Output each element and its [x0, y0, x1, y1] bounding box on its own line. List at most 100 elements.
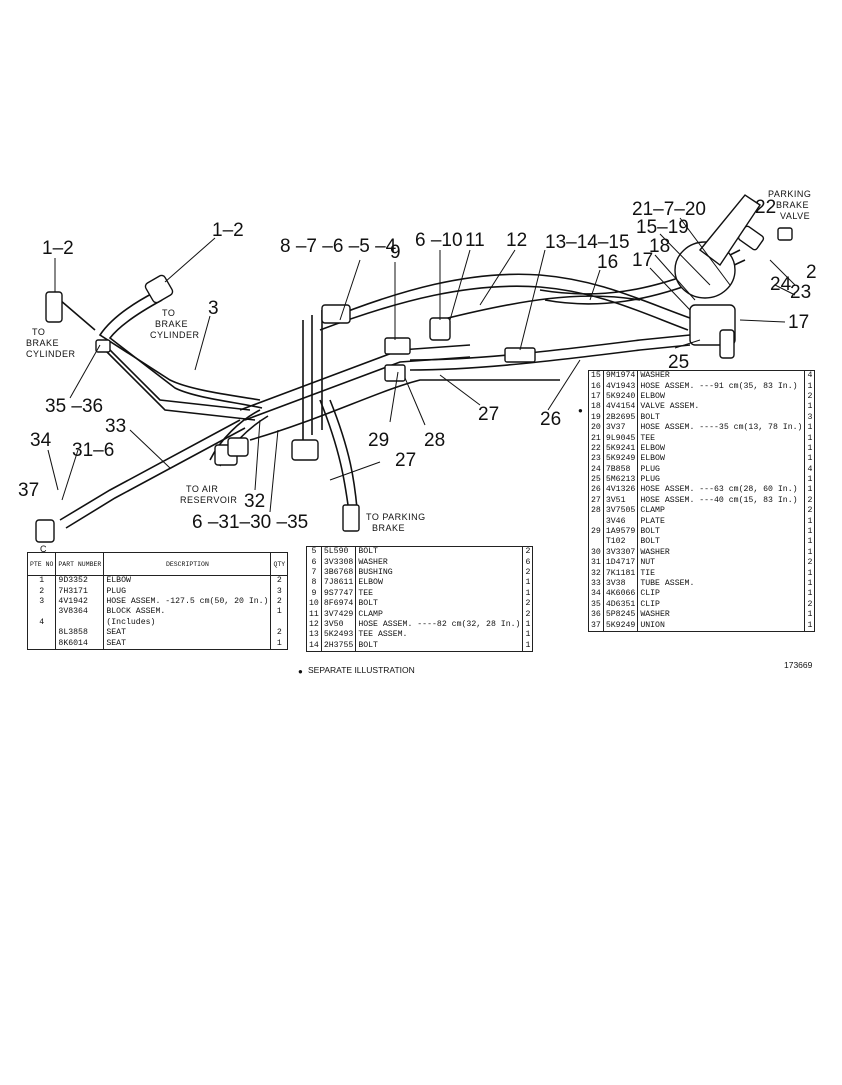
part-description: SEAT: [103, 638, 272, 650]
part-number: 9S7747: [320, 588, 357, 599]
part-ref-no: 17: [588, 391, 604, 403]
note-to-brake-cylinder-mid-3: CYLINDER: [150, 330, 200, 340]
part-description: HOSE ASSEM. ---40 cm(15, 83 In.): [637, 495, 806, 507]
part-description: WASHER: [637, 547, 806, 559]
part-qty: 2: [804, 495, 816, 507]
part-ref-no: 30: [588, 547, 604, 559]
part-description: WASHER: [637, 370, 806, 382]
part-number: 3V51: [602, 495, 639, 507]
part-ref-no: 1: [26, 575, 57, 587]
note-to-parking-brake-2: BRAKE: [372, 523, 405, 533]
part-number: T102: [602, 537, 639, 548]
part-ref-no: 18: [588, 402, 604, 413]
callout-3: 3: [208, 298, 219, 319]
part-number: 3V7505: [602, 506, 639, 517]
part-description: CLAMP: [637, 506, 806, 517]
callout-26: 26: [540, 409, 561, 430]
part-number: 7J8611: [320, 578, 357, 589]
note-to-brake-cylinder-left-2: BRAKE: [26, 338, 59, 348]
center-bracket: [291, 439, 319, 461]
callout-17-right: 17: [788, 312, 809, 333]
note-to-brake-cylinder-left-3: CYLINDER: [26, 349, 76, 359]
callout-32: 32: [244, 491, 265, 512]
footnote-bullet-icon: ●: [298, 667, 303, 676]
part-number: 7K1181: [602, 568, 639, 579]
callout-8-7-6-5-4: 8 –7 –6 –5 –4: [280, 236, 397, 257]
part-qty: 1: [804, 443, 816, 455]
part-ref-no: 20: [588, 422, 604, 434]
part-ref-no: 3: [26, 596, 57, 608]
callout-22: 22: [755, 197, 776, 218]
part-number: 4V1326: [602, 485, 639, 496]
part-qty: 2: [804, 391, 816, 403]
part-number: 1A9579: [602, 526, 639, 538]
callout-16: 16: [597, 252, 618, 273]
part-description: HOSE ASSEM. ----82 cm(32, 28 In.): [355, 619, 524, 631]
part-number: 2H3755: [320, 640, 357, 652]
part-description: (Includes): [103, 617, 272, 628]
part-qty: [270, 617, 289, 628]
part-number: 8K6014: [55, 638, 105, 650]
part-number: 5K9249: [602, 454, 639, 465]
part-ref-no: 12: [306, 619, 322, 631]
part-qty: 2: [270, 575, 289, 587]
plug-2: [777, 227, 793, 241]
callout-18: 18: [649, 236, 670, 257]
part-ref-no: [26, 638, 57, 650]
part-number: 3V7429: [320, 609, 357, 620]
part-description: BUSHING: [355, 567, 524, 579]
part-qty: 1: [804, 485, 816, 496]
part-description: HOSE ASSEM. ---63 cm(28, 60 In.): [637, 485, 806, 496]
part-ref-no: 6: [306, 557, 322, 568]
part-ref-no: 13: [306, 630, 322, 641]
part-description: CLIP: [637, 589, 806, 600]
part-ref-no: [26, 607, 57, 618]
part-ref-no: 37: [588, 620, 604, 632]
part-qty: 2: [522, 609, 534, 620]
part-number: 3V38: [602, 578, 639, 590]
part-description: HOSE ASSEM. -127.5 cm(50, 20 In.): [103, 596, 272, 608]
callout-6-31-30-35: 6 –31–30 –35: [192, 512, 308, 533]
part-description: WASHER: [637, 609, 806, 621]
part-qty: 1: [804, 620, 816, 632]
callout-15-19: 15–19: [636, 217, 689, 238]
part-description: TEE: [355, 588, 524, 599]
part-description: BLOCK ASSEM.: [103, 607, 272, 618]
callout-29: 29: [368, 430, 389, 451]
clip-35: [95, 339, 111, 353]
note-parking-brake-valve-3: VALVE: [780, 211, 810, 221]
part-qty: 1: [804, 578, 816, 590]
part-description: NUT: [637, 558, 806, 569]
parking-hose-end: [342, 504, 360, 532]
part-number: 5K9240: [602, 391, 639, 403]
part-number: 2B2695: [602, 412, 639, 423]
footnote-separate-illustration: SEPARATE ILLUSTRATION: [308, 665, 415, 675]
left-elbow-fitting: [45, 291, 63, 323]
part-number: 5K9249: [602, 620, 639, 632]
air-reservoir-elbow-b: [227, 437, 249, 457]
part-qty: 1: [804, 433, 816, 444]
part-number: 8F6974: [320, 598, 357, 610]
callout-27-mid: 27: [478, 404, 499, 425]
part-qty: 4: [804, 464, 816, 475]
part-qty: 1: [804, 422, 816, 434]
